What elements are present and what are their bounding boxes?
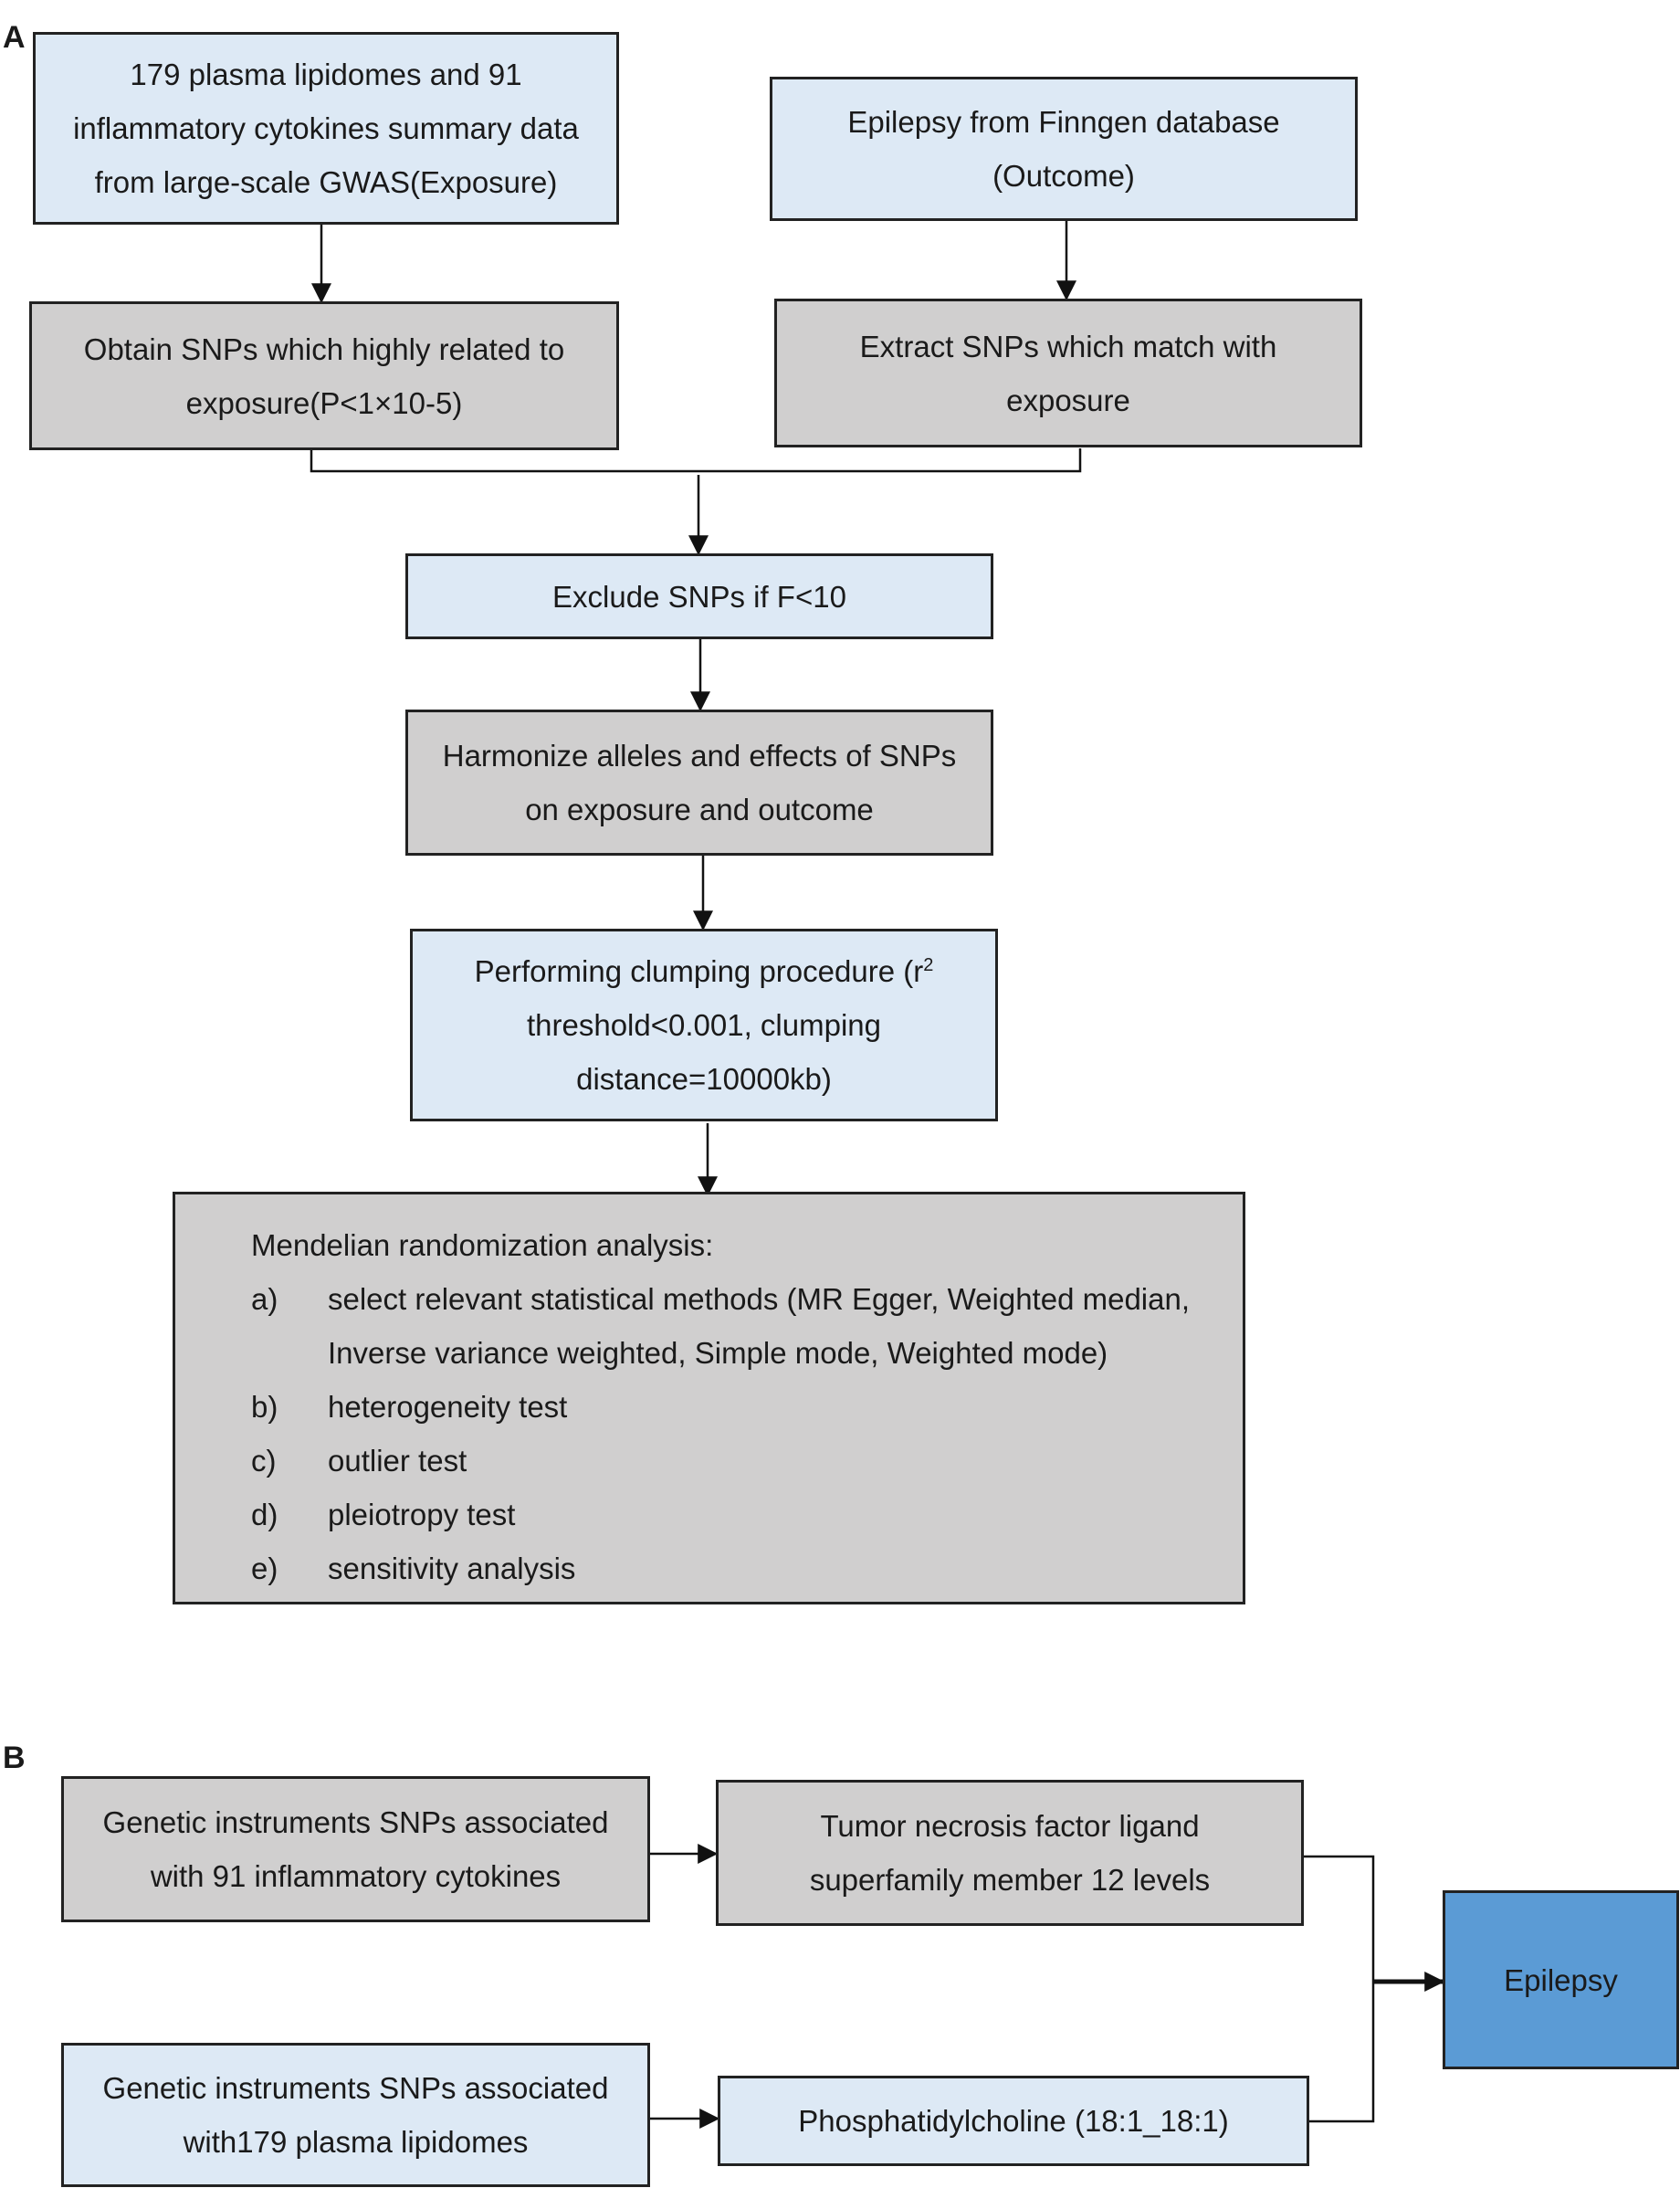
harmonize-line-2: on exposure and outcome xyxy=(525,793,874,826)
epilepsy-box: Epilepsy xyxy=(1443,1890,1679,2069)
obtain-snps-line-1: Obtain SNPs which highly related to xyxy=(83,331,565,366)
panel-b-label: B xyxy=(3,1741,26,1775)
mr-item-letter: e) xyxy=(251,1552,278,1585)
clumping-line-3: distance=10000kb) xyxy=(576,1062,832,1096)
merge-bracket xyxy=(310,448,1082,473)
panel-a-label: A xyxy=(3,20,26,55)
lipid-instruments-line-1: Genetic instruments SNPs associated xyxy=(102,2071,609,2105)
mr-item-letter: a) xyxy=(251,1282,278,1316)
mr-item-text: outlier test xyxy=(328,1444,467,1478)
mr-item-text: heterogeneity test xyxy=(328,1390,568,1424)
extract-snps-line-2: exposure xyxy=(1006,383,1130,417)
obtain-snps-line-2: exposure(P<1×10-5) xyxy=(185,385,463,420)
mr-item-a: a) select relevant statistical methods (… xyxy=(251,1272,1190,1326)
exposure-line-2: inflammatory cytokines summary data xyxy=(73,111,579,145)
phosphatidylcholine-box: Phosphatidylcholine (18:1_18:1) xyxy=(718,2076,1309,2166)
lipid-instruments-box: Genetic instruments SNPs associated with… xyxy=(61,2043,650,2187)
exclude-snps-box: Exclude SNPs if F<10 xyxy=(405,553,993,639)
mr-title: Mendelian randomization analysis: xyxy=(251,1228,714,1262)
exposure-line-3: from large-scale GWAS(Exposure) xyxy=(94,165,558,199)
clumping-line-2: threshold<0.001, clumping xyxy=(526,1008,881,1042)
exposure-box: 179 plasma lipidomes and 91 inflammatory… xyxy=(33,32,619,225)
phosphatidylcholine-line-1: Phosphatidylcholine (18:1_18:1) xyxy=(798,2104,1229,2138)
clumping-box: Performing clumping procedure (r2 thresh… xyxy=(410,929,998,1121)
cytokine-instruments-line-1: Genetic instruments SNPs associated xyxy=(102,1805,609,1839)
mr-analysis-box: Mendelian randomization analysis: a) sel… xyxy=(173,1192,1245,1604)
mr-item-a-continuation: Inverse variance weighted, Simple mode, … xyxy=(328,1336,1108,1370)
lipid-instruments-line-2: with179 plasma lipidomes xyxy=(183,2125,529,2159)
mr-item-text: sensitivity analysis xyxy=(328,1552,576,1585)
mr-item-text: select relevant statistical methods (MR … xyxy=(328,1282,1190,1316)
clumping-line-1-text: Performing clumping procedure (r xyxy=(474,954,924,988)
cytokine-instruments-line-2: with 91 inflammatory cytokines xyxy=(150,1859,562,1893)
connector-tnf-to-epilepsy xyxy=(1304,1855,1375,2123)
harmonize-box: Harmonize alleles and effects of SNPs on… xyxy=(405,710,993,856)
exclude-snps-line-1: Exclude SNPs if F<10 xyxy=(552,579,846,614)
mr-item-letter: c) xyxy=(251,1444,277,1478)
harmonize-line-1: Harmonize alleles and effects of SNPs xyxy=(442,739,957,773)
outcome-line-1: Epilepsy from Finngen database xyxy=(847,105,1280,139)
tnf-line-1: Tumor necrosis factor ligand xyxy=(820,1809,1200,1843)
mr-item-e: e) sensitivity analysis xyxy=(251,1541,575,1595)
clumping-superscript: 2 xyxy=(923,955,934,975)
epilepsy-line-1: Epilepsy xyxy=(1504,1962,1618,1997)
exposure-line-1: 179 plasma lipidomes and 91 xyxy=(130,58,522,91)
extract-snps-line-1: Extract SNPs which match with xyxy=(859,329,1277,363)
tnf-line-2: superfamily member 12 levels xyxy=(809,1863,1211,1897)
mr-item-d: d) pleiotropy test xyxy=(251,1488,515,1541)
tnf-box: Tumor necrosis factor ligand superfamily… xyxy=(716,1780,1304,1926)
cytokine-instruments-box: Genetic instruments SNPs associated with… xyxy=(61,1776,650,1922)
mr-item-letter: d) xyxy=(251,1498,278,1531)
mr-item-letter: b) xyxy=(251,1390,278,1424)
mr-item-text: pleiotropy test xyxy=(328,1498,516,1531)
obtain-snps-box: Obtain SNPs which highly related to expo… xyxy=(29,301,619,450)
mr-item-b: b) heterogeneity test xyxy=(251,1380,567,1434)
mr-item-c: c) outlier test xyxy=(251,1434,467,1488)
outcome-line-2: (Outcome) xyxy=(992,159,1135,193)
clumping-line-1: Performing clumping procedure (r2 xyxy=(475,944,934,998)
extract-snps-box: Extract SNPs which match with exposure xyxy=(774,299,1362,447)
outcome-box: Epilepsy from Finngen database (Outcome) xyxy=(770,77,1358,221)
